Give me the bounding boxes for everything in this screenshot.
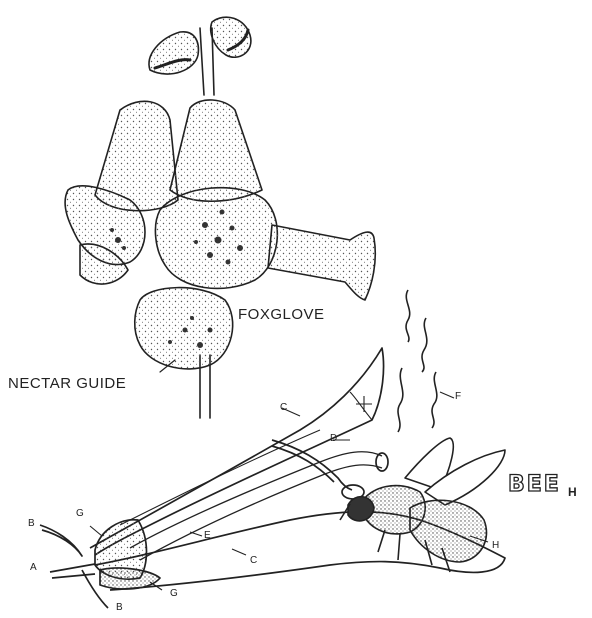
right-flower-tube (268, 225, 375, 300)
label-c-bottom: C (250, 555, 257, 566)
foxglove-label: FOXGLOVE (238, 306, 325, 323)
f-pointer (440, 392, 454, 398)
label-g-bottom: G (170, 588, 178, 599)
label-h: H (492, 540, 499, 551)
label-b-top: B (28, 518, 35, 529)
bee-illustration (340, 438, 505, 572)
label-d: D (330, 433, 337, 444)
foxglove-illustration (65, 17, 375, 418)
scent-lines (398, 290, 454, 432)
pedicel (50, 564, 95, 578)
label-b-bottom: B (116, 602, 123, 613)
style (130, 452, 382, 548)
label-e: E (204, 530, 211, 541)
label-g-top: G (76, 508, 84, 519)
label-c-top: C (280, 402, 287, 413)
bee-abdomen (410, 500, 487, 562)
nectar-guide-label: NECTAR GUIDE (8, 375, 126, 392)
bee-title: BEE (508, 472, 561, 497)
bee-subscript: H (568, 485, 577, 499)
bee-head (348, 497, 374, 521)
label-a: A (30, 562, 37, 573)
sepal-top (40, 525, 82, 556)
label-f: F (455, 391, 461, 402)
centre-flower-tube (170, 100, 262, 201)
